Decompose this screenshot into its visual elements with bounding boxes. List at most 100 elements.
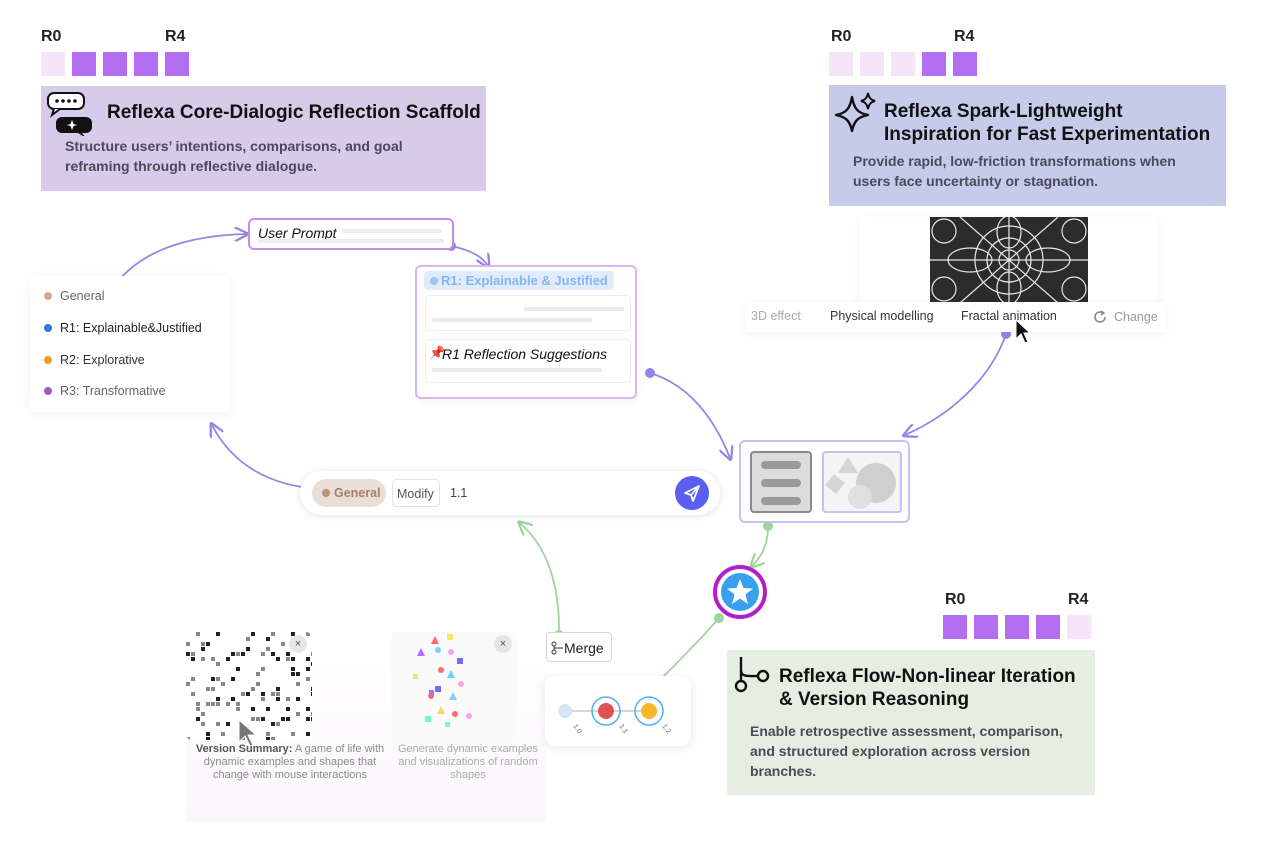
- cell: [266, 647, 270, 651]
- general-chip-label: General: [334, 486, 381, 500]
- cell: [191, 657, 195, 661]
- tag-dot: [430, 277, 438, 285]
- cell: [261, 717, 265, 721]
- close-icon[interactable]: ×: [289, 635, 307, 653]
- cell: [256, 717, 260, 721]
- generated-layout-card[interactable]: [739, 440, 910, 523]
- flow-card-description: Enable retrospective assessment, compari…: [750, 723, 1063, 779]
- option-physical-modelling[interactable]: Physical modelling: [830, 309, 934, 323]
- legend-item-general[interactable]: General: [44, 289, 104, 303]
- cell: [191, 692, 195, 696]
- cell: [201, 712, 205, 716]
- cell: [216, 662, 220, 666]
- legend-dot: [44, 387, 52, 395]
- cell: [296, 697, 300, 701]
- cell: [296, 682, 300, 686]
- general-chip[interactable]: General: [312, 479, 386, 507]
- cell: [201, 657, 205, 661]
- cell: [276, 687, 280, 691]
- level-square-empty: [891, 52, 915, 76]
- branch-label: 1.0: [571, 723, 582, 735]
- legend-dot: [44, 292, 52, 300]
- suggestions-block[interactable]: 📌 R1 Reflection Suggestions: [425, 339, 631, 383]
- user-prompt-label: User Prompt: [258, 225, 337, 241]
- cell: [196, 632, 200, 636]
- mouse-cursor-icon: [1015, 319, 1031, 344]
- cell: [246, 637, 250, 641]
- cell: [236, 702, 240, 706]
- spark-card-description: Provide rapid, low-friction transformati…: [853, 153, 1176, 189]
- send-button[interactable]: [675, 476, 709, 510]
- flow-card-title-line1: Reflexa Flow-Non-linear Iteration: [779, 666, 1076, 687]
- cell: [266, 732, 270, 736]
- cell: [191, 652, 195, 656]
- cell: [231, 697, 235, 701]
- cell: [206, 642, 210, 646]
- modify-chip[interactable]: Modify: [392, 479, 440, 507]
- cell: [236, 707, 240, 711]
- summary-prefix: Version Summary:: [195, 743, 293, 755]
- cell: [261, 667, 265, 671]
- legend-dot: [44, 324, 52, 332]
- cell: [241, 692, 245, 696]
- cell: [291, 732, 295, 736]
- input-value[interactable]: 1.1: [450, 486, 468, 500]
- cell: [276, 697, 280, 701]
- core-card: Reflexa Core-Dialogic Reflection Scaffol…: [41, 86, 486, 191]
- cell: [216, 702, 220, 706]
- legend-item-r3[interactable]: R3: Transformative: [44, 384, 166, 398]
- level-square-filled: [103, 52, 127, 76]
- prompt-input-bar[interactable]: General Modify 1.1: [300, 471, 720, 515]
- game-of-life-thumbnail[interactable]: ×: [186, 632, 312, 740]
- text-placeholder-line: [761, 497, 801, 505]
- reflection-panel: R1: Explainable & Justified 📌 R1 Reflect…: [415, 265, 637, 399]
- option-fractal-animation[interactable]: Fractal animation: [961, 309, 1057, 323]
- cell: [306, 717, 310, 721]
- cell: [186, 682, 190, 686]
- level-square-filled: [953, 52, 977, 76]
- cell: [226, 722, 230, 726]
- legend-item-r1[interactable]: R1: Explainable&Justified: [44, 321, 202, 335]
- cell: [306, 707, 310, 711]
- level-start-label: R0: [41, 28, 62, 45]
- cell: [201, 647, 205, 651]
- cell: [286, 657, 290, 661]
- cell: [296, 712, 300, 716]
- version-summary: Version Summary: A game of life with dyn…: [192, 743, 388, 782]
- cell: [266, 707, 270, 711]
- cell: [311, 687, 312, 691]
- level-end-label: R4: [954, 28, 975, 45]
- user-prompt-box[interactable]: User Prompt: [248, 218, 454, 250]
- star-icon[interactable]: [713, 565, 767, 619]
- random-shapes-thumbnail[interactable]: ×: [391, 632, 517, 740]
- r1-tag: R1: Explainable & Justified: [424, 271, 614, 290]
- refresh-icon[interactable]: [1092, 309, 1108, 325]
- cell: [266, 637, 270, 641]
- cell: [261, 692, 265, 696]
- cell: [261, 652, 265, 656]
- explanation-block: [425, 295, 631, 331]
- change-button[interactable]: Change: [1114, 310, 1158, 324]
- level-square-filled: [1005, 615, 1029, 639]
- level-square-empty: [829, 52, 853, 76]
- cell: [251, 717, 255, 721]
- option-3d-effect[interactable]: 3D effect: [751, 309, 801, 323]
- cell: [251, 707, 255, 711]
- spark-card: Reflexa Spark-Lightweight Inspiration fo…: [829, 85, 1226, 206]
- cell: [306, 732, 310, 736]
- cell: [246, 692, 250, 696]
- merge-button[interactable]: Merge: [546, 632, 612, 662]
- text-layout-thumbnail: [750, 451, 812, 513]
- cell: [246, 647, 250, 651]
- branch-label: 1.1: [617, 723, 628, 735]
- cell: [241, 652, 245, 656]
- legend-label: R3: Transformative: [60, 384, 166, 398]
- cell: [281, 717, 285, 721]
- close-icon[interactable]: ×: [494, 635, 512, 653]
- cell: [196, 707, 200, 711]
- cell: [196, 717, 200, 721]
- text-placeholder-line: [258, 239, 444, 243]
- legend-item-r2[interactable]: R2: Explorative: [44, 353, 145, 367]
- cell: [206, 702, 210, 706]
- game-of-life-grid: [186, 632, 312, 740]
